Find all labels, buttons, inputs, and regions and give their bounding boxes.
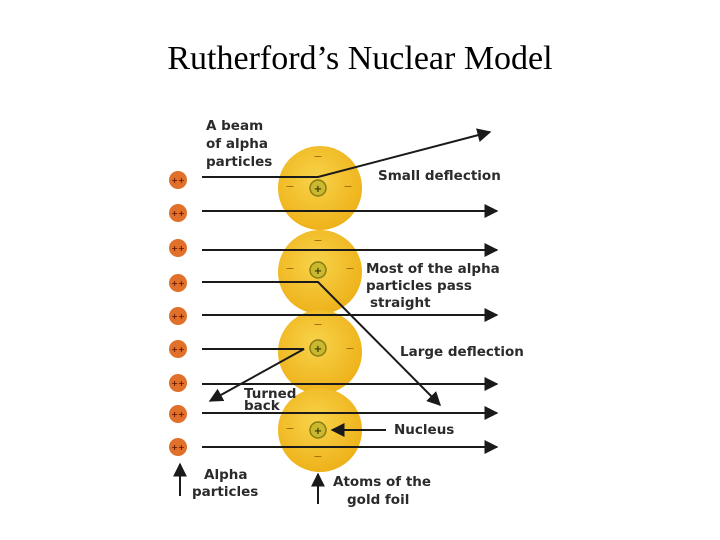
electron-sign: − [345, 342, 354, 355]
svg-text:++: ++ [171, 443, 184, 452]
alpha-particle: ++ [169, 340, 187, 358]
gold-foil-label-line: gold foil [347, 492, 409, 508]
svg-text:++: ++ [171, 312, 184, 321]
alpha-particles-label-line: particles [192, 484, 258, 500]
nucleus-sign: + [314, 184, 322, 195]
nucleus-sign: + [314, 266, 322, 277]
alpha-particle: ++ [169, 374, 187, 392]
slide-title: Rutherford’s Nuclear Model [167, 40, 553, 77]
alpha-particle: ++ [169, 307, 187, 325]
svg-text:++: ++ [171, 176, 184, 185]
gold-foil-label-line: Atoms of the [333, 474, 431, 490]
alpha-particle: ++ [169, 239, 187, 257]
electron-sign: − [313, 450, 322, 463]
pass-straight-label-line: straight [370, 295, 431, 311]
electron-sign: − [345, 262, 354, 275]
large-deflection-arrow [202, 281, 441, 406]
electron-sign: − [313, 234, 322, 247]
nuclei: + + + + [309, 179, 327, 439]
diagram-labels: A beam of alpha particles Small deflecti… [192, 118, 524, 508]
turned-back-label-line: Turned [244, 386, 296, 402]
alpha-particle: ++ [169, 274, 187, 292]
alpha-particle: ++ [169, 405, 187, 423]
beam-label-line: A beam [206, 118, 263, 134]
electron-sign: − [343, 180, 352, 193]
beam-label-line: particles [206, 154, 272, 170]
turned-back-label-line: back [244, 398, 281, 414]
electron-sign: − [313, 150, 322, 163]
nucleus-sign: + [314, 344, 322, 355]
svg-text:++: ++ [171, 379, 184, 388]
large-deflection-label: Large deflection [400, 344, 524, 360]
particle-paths [173, 128, 499, 504]
nucleus: + [309, 339, 327, 357]
svg-text:++: ++ [171, 345, 184, 354]
pass-straight-label-line: particles pass [366, 278, 472, 294]
electron-sign: − [285, 180, 294, 193]
alpha-particle: ++ [169, 204, 187, 222]
nucleus: + [309, 179, 327, 197]
nucleus-sign: + [314, 426, 322, 437]
small-deflection-label: Small deflection [378, 168, 501, 184]
nucleus: + [309, 421, 327, 439]
svg-text:++: ++ [171, 244, 184, 253]
pass-straight-label-line: Most of the alpha [366, 261, 500, 277]
alpha-particle: ++ [169, 438, 187, 456]
nucleus-label: Nucleus [394, 422, 454, 438]
alpha-particles-column: ++ ++ ++ ++ ++ ++ ++ ++ ++ [169, 171, 187, 456]
nucleus: + [309, 261, 327, 279]
alpha-particle: ++ [169, 171, 187, 189]
electron-sign: − [285, 262, 294, 275]
svg-text:++: ++ [171, 209, 184, 218]
alpha-particles-label-line: Alpha [204, 467, 247, 483]
svg-text:++: ++ [171, 410, 184, 419]
electron-sign: − [313, 318, 322, 331]
svg-text:++: ++ [171, 279, 184, 288]
electron-sign: − [285, 422, 294, 435]
small-deflection-arrow [202, 128, 492, 178]
beam-label-line: of alpha [206, 136, 268, 152]
